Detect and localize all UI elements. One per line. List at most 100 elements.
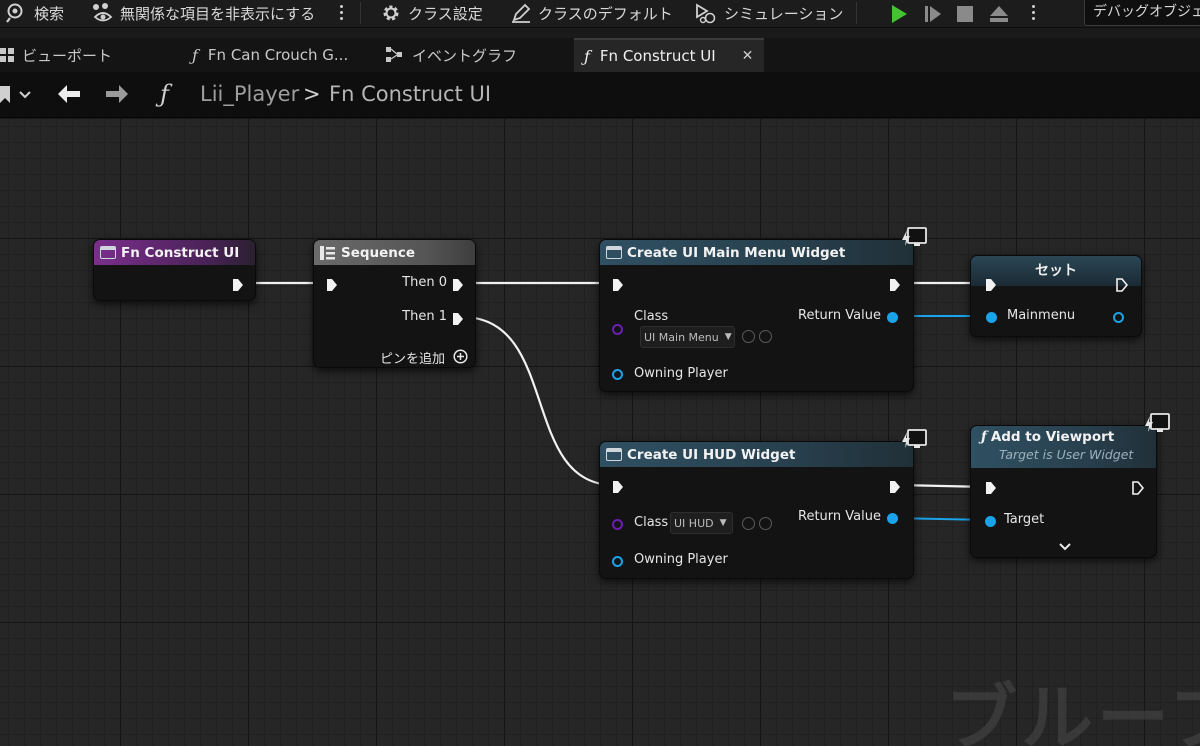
- exec-out-pin-icon[interactable]: [1132, 481, 1144, 495]
- exec-out-pin-icon[interactable]: [889, 278, 901, 292]
- exec-out-pin-icon[interactable]: [452, 312, 464, 326]
- class-defaults-label: クラスのデフォルト: [538, 4, 673, 23]
- step-button[interactable]: [916, 0, 950, 28]
- bookmark-dropdown[interactable]: [0, 86, 32, 104]
- document-tabs: ビューポート ƒ Fn Can Crouch G... イベントグラフ ƒ Fn…: [0, 38, 1200, 72]
- simulation-button[interactable]: シミュレーション: [694, 0, 843, 26]
- toolbar-divider: [856, 2, 857, 24]
- sequence-node[interactable]: Sequence Then 0 Then 1 ピンを追加: [313, 239, 476, 368]
- target-pin-icon[interactable]: [985, 516, 996, 527]
- use-selected-icon[interactable]: [742, 517, 755, 530]
- node-header: Fn Construct UI: [94, 240, 255, 265]
- set-node-header-glow: [971, 256, 1141, 286]
- mainmenu-pin-icon[interactable]: [986, 312, 997, 323]
- target-label: Target: [1004, 512, 1045, 527]
- add-pin-label[interactable]: ピンを追加: [379, 352, 445, 367]
- chevron-down-icon[interactable]: [1058, 543, 1072, 552]
- class-select-value: UI Main Menu: [644, 330, 719, 344]
- exec-in-pin-icon[interactable]: [612, 278, 624, 292]
- hide-unrelated-label: 無関係な項目を非表示にする: [120, 4, 316, 23]
- simulation-icon: [696, 3, 716, 24]
- breadcrumb-separator: >: [303, 82, 321, 106]
- create-main-menu-widget-node[interactable]: Create UI Main Menu Widget Class UI Main…: [599, 227, 927, 392]
- more-options-icon[interactable]: [338, 3, 344, 23]
- browse-icon[interactable]: [759, 517, 772, 530]
- class-defaults-button[interactable]: クラスのデフォルト: [510, 0, 673, 26]
- sequence-then1-label: Then 1: [402, 309, 447, 324]
- class-select[interactable]: UI HUD ▼: [670, 512, 733, 534]
- play-options-icon[interactable]: [1030, 3, 1036, 23]
- tab-event-graph[interactable]: イベントグラフ: [386, 38, 517, 72]
- tab-label: Fn Can Crouch G...: [207, 46, 349, 64]
- function-icon: ƒ: [192, 45, 198, 65]
- exec-in-pin-icon[interactable]: [612, 480, 624, 494]
- browse-icon[interactable]: [759, 330, 772, 343]
- exec-out-pin-icon[interactable]: [452, 278, 464, 292]
- tab-fn-can-crouch[interactable]: ƒ Fn Can Crouch G...: [192, 38, 348, 72]
- play-button[interactable]: [882, 0, 916, 28]
- tab-label: Fn Construct UI: [599, 47, 716, 65]
- tab-label: ビューポート: [22, 46, 113, 65]
- create-hud-widget-node[interactable]: Create UI HUD Widget Class UI HUD ▼ Owni…: [599, 429, 927, 579]
- function-icon: ƒ: [584, 46, 590, 66]
- tab-fn-construct-ui[interactable]: ƒ Fn Construct UI ✕: [574, 38, 764, 72]
- exec-out-pin-icon[interactable]: [889, 480, 901, 494]
- owning-player-pin-icon[interactable]: [612, 369, 623, 380]
- exec-out-pin-icon[interactable]: [1116, 278, 1128, 292]
- sequence-then0-label: Then 0: [402, 275, 447, 290]
- add-pin-icon[interactable]: [453, 349, 468, 364]
- chevron-down-icon: [19, 91, 31, 99]
- node-subtitle: Target is User Widget: [999, 447, 1134, 462]
- server-client-badge-icon: [902, 227, 927, 246]
- tab-viewport[interactable]: ビューポート: [0, 38, 112, 72]
- use-selected-icon[interactable]: [742, 330, 755, 343]
- owning-player-pin-icon[interactable]: [612, 556, 623, 567]
- class-pin-icon[interactable]: [612, 519, 623, 530]
- eject-button[interactable]: [982, 0, 1016, 28]
- stop-icon: [957, 6, 973, 22]
- hide-unrelated-button[interactable]: 無関係な項目を非表示にする: [92, 0, 315, 26]
- server-client-badge-icon: [902, 429, 927, 448]
- event-graph-icon: [386, 47, 402, 62]
- simulation-label: シミュレーション: [724, 4, 844, 23]
- tab-label: イベントグラフ: [412, 46, 518, 65]
- exec-in-pin-icon[interactable]: [326, 278, 338, 292]
- graph-breadcrumb-bar: ƒ Lii_Player > Fn Construct UI: [0, 72, 1200, 118]
- set-variable-node[interactable]: セット Mainmenu: [970, 255, 1142, 337]
- function-entry-node[interactable]: Fn Construct UI: [93, 239, 256, 301]
- breadcrumb-root[interactable]: Lii_Player: [200, 82, 300, 106]
- close-icon[interactable]: ✕: [741, 48, 754, 64]
- class-pin-icon[interactable]: [612, 324, 623, 335]
- return-value-pin-icon[interactable]: [887, 513, 898, 524]
- forward-arrow-icon[interactable]: [104, 84, 130, 104]
- node-header: Create UI Main Menu Widget: [600, 240, 913, 265]
- class-settings-label: クラス設定: [408, 4, 483, 23]
- return-value-label: Return Value: [798, 509, 881, 524]
- back-arrow-icon[interactable]: [56, 84, 82, 104]
- class-settings-button[interactable]: クラス設定: [380, 0, 483, 26]
- node-title: Fn Construct UI: [121, 244, 240, 261]
- node-title: Add to Viewport: [990, 429, 1115, 445]
- class-select[interactable]: UI Main Menu ▼: [640, 326, 735, 348]
- mainmenu-out-pin-icon[interactable]: [1113, 312, 1124, 323]
- widget-node-icon: [606, 448, 622, 461]
- exec-in-pin-icon[interactable]: [985, 481, 997, 495]
- return-value-pin-icon[interactable]: [887, 312, 898, 323]
- chevron-down-icon: ▼: [719, 518, 727, 528]
- exec-out-pin-icon[interactable]: [232, 278, 244, 292]
- step-icon: [925, 6, 941, 22]
- debug-object-select[interactable]: デバッグオブジェ: [1084, 0, 1200, 26]
- stop-button[interactable]: [948, 0, 982, 28]
- search-button[interactable]: 検索: [6, 0, 64, 26]
- search-icon: [6, 3, 23, 23]
- node-title: Sequence: [341, 244, 416, 261]
- exec-in-pin-icon[interactable]: [985, 278, 997, 292]
- class-pin-label: Class: [634, 515, 669, 530]
- function-icon: ƒ: [981, 429, 987, 445]
- class-select-value: UI HUD: [674, 516, 714, 530]
- blueprint-graph-canvas[interactable]: ブループ Fn Construct UI Sequence Then 0 The…: [0, 119, 1200, 746]
- function-icon: ƒ: [160, 80, 169, 108]
- viewport-icon: [0, 48, 14, 62]
